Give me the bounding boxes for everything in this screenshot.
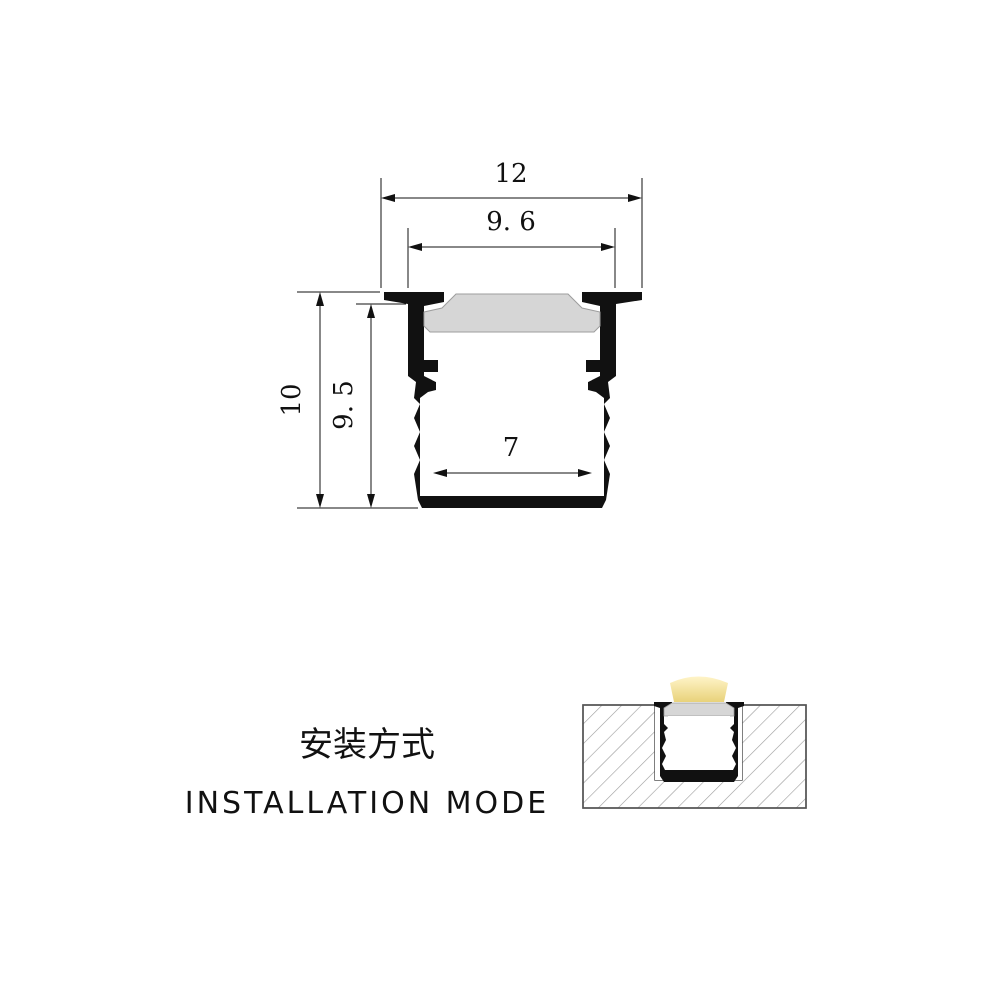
dimension-outer-height: 10 <box>277 383 307 416</box>
dimension-inner-top-width: 9. 6 <box>486 207 536 237</box>
profile-cross-section: 12 9. 6 7 10 9. 5 <box>277 159 643 509</box>
dimension-inner-bottom-width: 7 <box>503 433 520 463</box>
dimension-inner-height: 9. 5 <box>329 380 359 430</box>
installation-illustration <box>582 676 807 809</box>
profile-cavity <box>432 330 592 486</box>
diffuser-cover <box>423 293 601 333</box>
mini-profile <box>654 702 744 782</box>
aluminium-profile <box>384 292 642 508</box>
dimension-outer-width: 12 <box>494 159 527 189</box>
caption-chinese: 安装方式 <box>299 725 435 765</box>
caption-english: INSTALLATION MODE <box>185 786 549 821</box>
led-light-icon <box>670 676 728 702</box>
